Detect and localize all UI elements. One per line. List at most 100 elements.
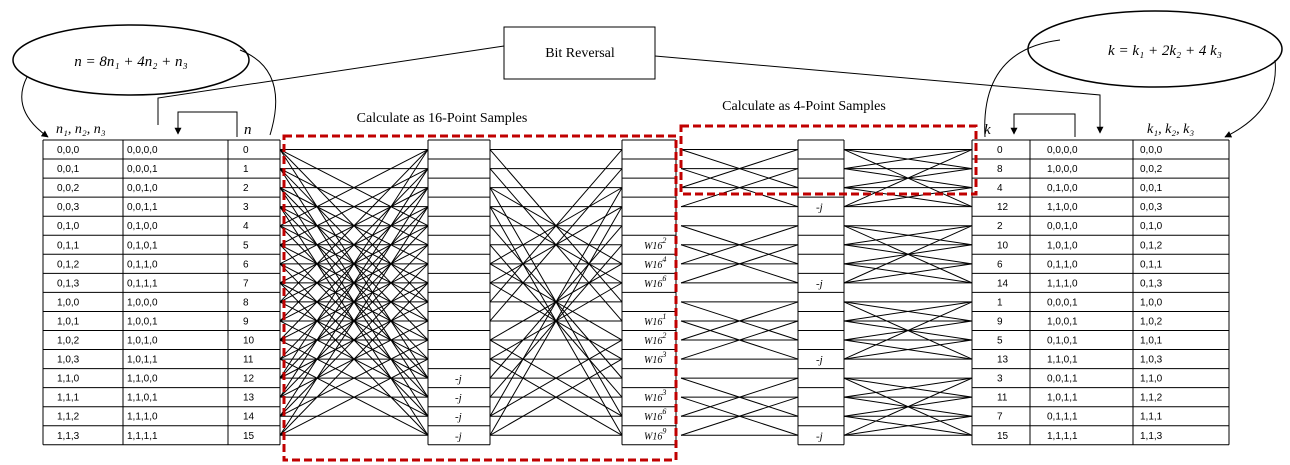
input-bits-cell: 1,1,0,1 <box>127 393 158 404</box>
input-triplet-cell: 1,0,3 <box>57 355 80 366</box>
twiddle-factor: W169 <box>644 426 666 442</box>
output-triplet-cell: 1,0,2 <box>1140 316 1163 327</box>
calc4-label: Calculate as 4-Point Samples <box>722 99 886 114</box>
k-triplet-header: k₁, k₂, k₃ <box>1147 122 1194 137</box>
output-k-cell: 14 <box>997 278 1009 289</box>
twiddle-exponent: 4 <box>662 255 666 264</box>
output-k-cell: 11 <box>997 393 1008 404</box>
butterfly-wire <box>680 225 799 265</box>
butterfly-wire <box>843 263 973 284</box>
twiddle-exponent: 3 <box>661 350 666 359</box>
twiddle-factor: W163 <box>644 388 666 404</box>
stage1-multiplier: -j <box>455 411 462 423</box>
input-bits-cell: 0,1,0,0 <box>127 221 158 232</box>
butterfly-wire <box>489 358 623 436</box>
input-bits-cell: 1,1,1,0 <box>127 412 158 423</box>
butterfly-wire <box>680 320 799 360</box>
output-k-cell: 6 <box>997 259 1003 270</box>
input-triplet-cell: 1,0,1 <box>57 316 80 327</box>
output-triplet-cell: 1,0,1 <box>1140 336 1163 347</box>
stage3-multiplier: -j <box>816 430 823 442</box>
bit-reversal-connectors <box>21 39 1276 138</box>
butterfly-wire <box>680 244 799 284</box>
twiddle-exponent: 2 <box>662 236 666 245</box>
stage1-multiplier: -j <box>455 430 462 442</box>
input-n-cell: 5 <box>243 240 249 251</box>
k-index-header: k <box>984 122 991 138</box>
butterfly-wire <box>489 187 623 417</box>
butterfly-wire <box>279 149 429 303</box>
twiddle-exponent: 6 <box>662 274 666 283</box>
bit-reversal-box: Bit Reversal <box>503 26 656 80</box>
output-triplet-cell: 1,1,1 <box>1140 412 1163 423</box>
input-triplet-cell: 0,1,0 <box>57 221 80 232</box>
twiddle-factor: W163 <box>644 350 666 366</box>
input-bits-cell: 1,0,1,1 <box>127 355 158 366</box>
output-triplet-cell: 1,1,2 <box>1140 393 1163 404</box>
output-triplet-cell: 1,0,0 <box>1140 297 1163 308</box>
twiddle-exponent: 6 <box>662 407 666 416</box>
output-triplet-cell: 0,1,0 <box>1140 221 1163 232</box>
input-triplet-cell: 0,1,3 <box>57 278 80 289</box>
input-bits-cell: 1,1,0,0 <box>127 374 158 385</box>
butterfly-wire <box>279 339 429 417</box>
input-triplet-cell: 0,0,3 <box>57 202 80 213</box>
output-bits-cell: 1,1,1,0 <box>1047 278 1078 289</box>
twiddle-base: W16 <box>644 412 662 423</box>
input-bits-cell: 0,1,1,0 <box>127 259 158 270</box>
input-n-cell: 7 <box>243 278 249 289</box>
input-n-cell: 15 <box>243 431 255 442</box>
butterfly-wire <box>279 149 429 227</box>
twiddle-factor: W162 <box>644 331 666 347</box>
twiddle-factor: W162 <box>644 236 666 252</box>
input-n-cell: 13 <box>243 393 255 404</box>
butterfly-wires <box>279 149 973 436</box>
left-formula-ellipse: n = 8n₁ + 4n₂ + n₃ <box>12 24 250 96</box>
input-n-cell: 8 <box>243 297 249 308</box>
output-triplet-cell: 0,0,1 <box>1140 183 1163 194</box>
twiddle-base: W16 <box>644 431 662 442</box>
butterfly-wire <box>279 358 429 436</box>
input-n-cell: 2 <box>243 183 249 194</box>
butterfly-wire <box>843 187 973 208</box>
input-triplet-cell: 1,1,3 <box>57 431 80 442</box>
output-bits-cell: 0,0,1,0 <box>1047 221 1078 232</box>
butterfly-wire <box>279 282 429 436</box>
bit-reversal-label: Bit Reversal <box>545 46 615 61</box>
calc16-label: Calculate as 16-Point Samples <box>357 111 528 126</box>
n-triplet-header: n₁, n₂, n₃ <box>56 122 106 137</box>
output-bits-cell: 0,0,0,0 <box>1047 145 1078 156</box>
butterfly-wire <box>279 206 429 436</box>
output-bits-cell: 0,1,0,0 <box>1047 183 1078 194</box>
input-n-cell: 6 <box>243 259 249 270</box>
output-k-cell: 15 <box>997 431 1009 442</box>
stage1-multiplier: -j <box>455 373 462 385</box>
output-k-cell: 9 <box>997 316 1003 327</box>
input-n-cell: 1 <box>243 164 249 175</box>
input-triplet-cell: 0,0,2 <box>57 183 80 194</box>
input-triplet-cell: 1,1,2 <box>57 412 80 423</box>
butterfly-wire <box>843 339 973 360</box>
twiddle-exponent: 2 <box>662 331 666 340</box>
output-triplet-cell: 0,1,3 <box>1140 278 1163 289</box>
input-n-cell: 4 <box>243 221 249 232</box>
butterfly-wire <box>279 168 429 322</box>
twiddle-exponent: 1 <box>662 312 666 321</box>
output-k-cell: 8 <box>997 164 1003 175</box>
twiddle-base: W16 <box>644 260 662 271</box>
input-bits-cell: 0,0,1,0 <box>127 183 158 194</box>
input-n-cell: 10 <box>243 336 255 347</box>
butterfly-wire <box>843 301 973 322</box>
output-bits-cell: 0,1,1,0 <box>1047 259 1078 270</box>
butterfly-wire <box>279 263 429 417</box>
twiddle-base: W16 <box>644 279 662 290</box>
twiddle-base: W16 <box>644 241 662 252</box>
butterfly-wire <box>843 225 973 246</box>
input-bits-cell: 1,1,1,1 <box>127 431 158 442</box>
twiddle-exponent: 9 <box>662 426 666 435</box>
butterfly-wire <box>680 301 799 341</box>
stage3-multiplier: -j <box>816 354 823 366</box>
twiddle-base: W16 <box>644 336 662 347</box>
